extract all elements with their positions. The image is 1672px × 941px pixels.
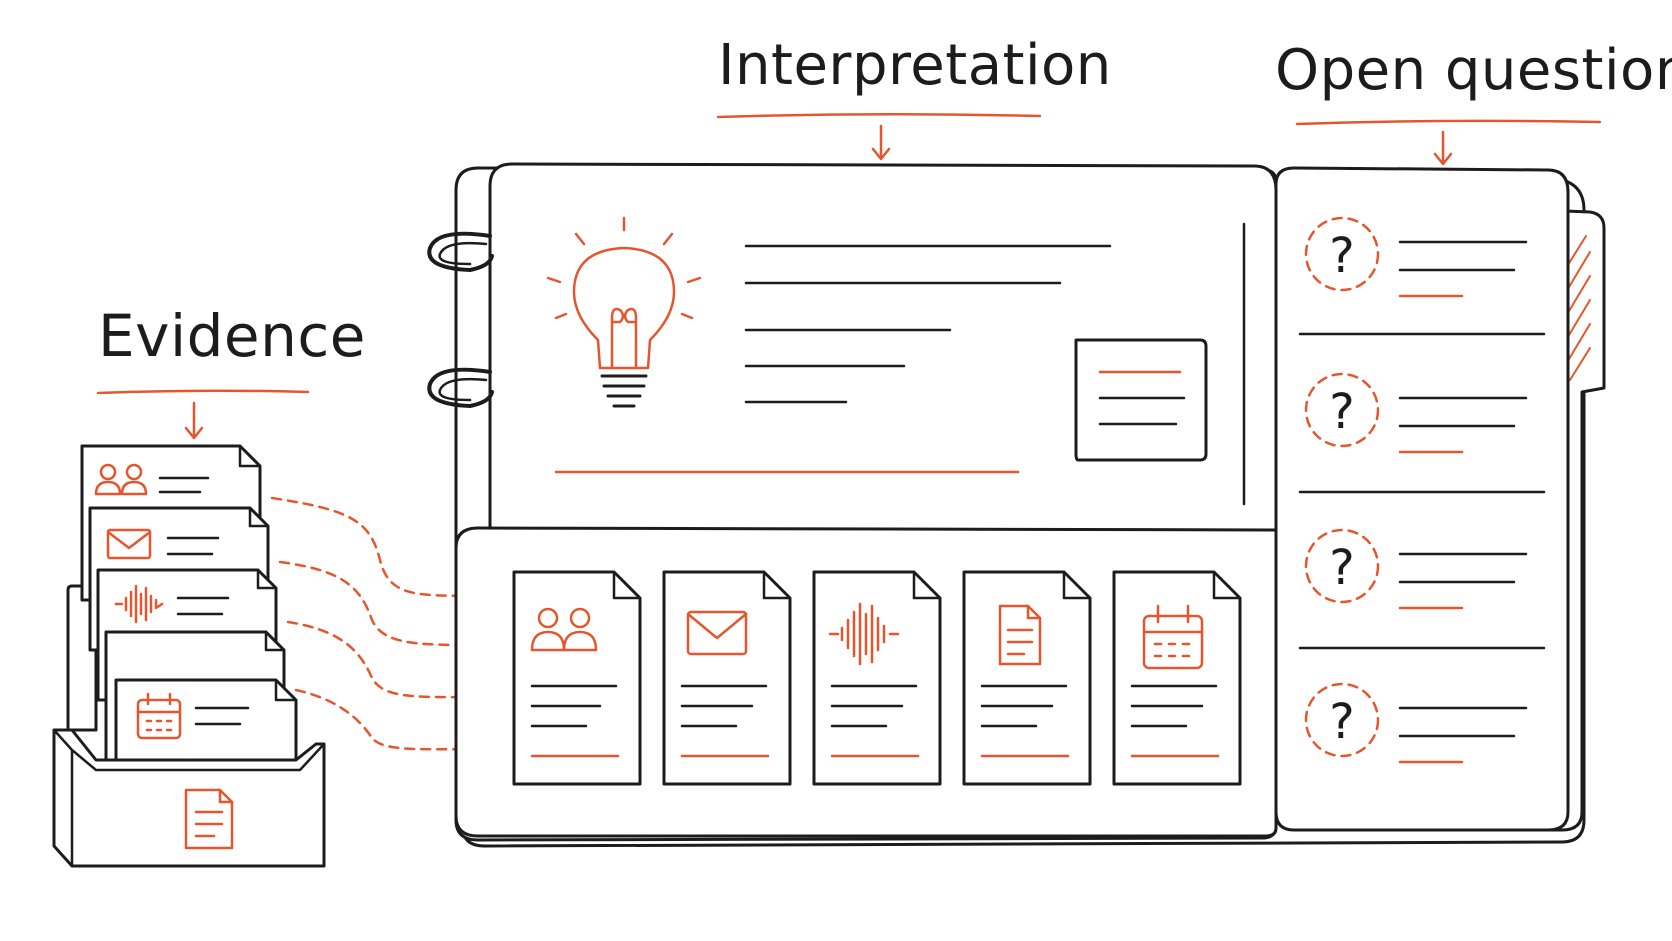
envelope-icon (686, 610, 748, 656)
open-questions-label: Open questions (1275, 38, 1672, 103)
svg-text:?: ? (1329, 694, 1354, 750)
question-icon: ? (1304, 216, 1380, 292)
people-icon (530, 607, 598, 652)
question-item: ? (1304, 528, 1528, 610)
question-item: ? (1304, 682, 1528, 764)
evidence-doc-audio (812, 570, 942, 786)
svg-text:?: ? (1329, 228, 1354, 284)
question-icon: ? (1304, 528, 1380, 604)
question-item: ? (1304, 216, 1528, 298)
evidence-doc-email (662, 570, 792, 786)
lightbulb-icon (546, 216, 702, 408)
interpretation-underline (716, 112, 1042, 161)
binder-ring-bottom (427, 367, 494, 408)
envelope-icon (106, 528, 152, 560)
calendar-icon (136, 692, 182, 740)
calendar-icon (1142, 604, 1204, 670)
evidence-underline (96, 389, 310, 440)
svg-text:?: ? (1329, 540, 1354, 596)
evidence-card-stack (52, 444, 326, 868)
evidence-card-calendar (114, 678, 298, 782)
document-icon (998, 604, 1042, 666)
waveform-icon (114, 584, 164, 624)
interpretation-note-card (1074, 338, 1208, 462)
evidence-doc-document (962, 570, 1092, 786)
waveform-icon (828, 602, 900, 666)
open-questions-underline (1295, 119, 1602, 166)
open-questions-list: ? ? ? ? (1298, 216, 1546, 764)
interpretation-text-lines (554, 244, 1112, 474)
evidence-label: Evidence (98, 302, 366, 370)
evidence-doc-calendar (1112, 570, 1242, 786)
people-icon (94, 463, 148, 496)
evidence-doc-people (512, 570, 642, 786)
question-icon: ? (1304, 682, 1380, 758)
svg-text:?: ? (1329, 384, 1354, 440)
question-item: ? (1304, 372, 1528, 454)
interpretation-label: Interpretation (718, 33, 1112, 98)
binder-ring-top (427, 231, 494, 272)
question-icon: ? (1304, 372, 1380, 448)
document-icon (184, 788, 234, 850)
